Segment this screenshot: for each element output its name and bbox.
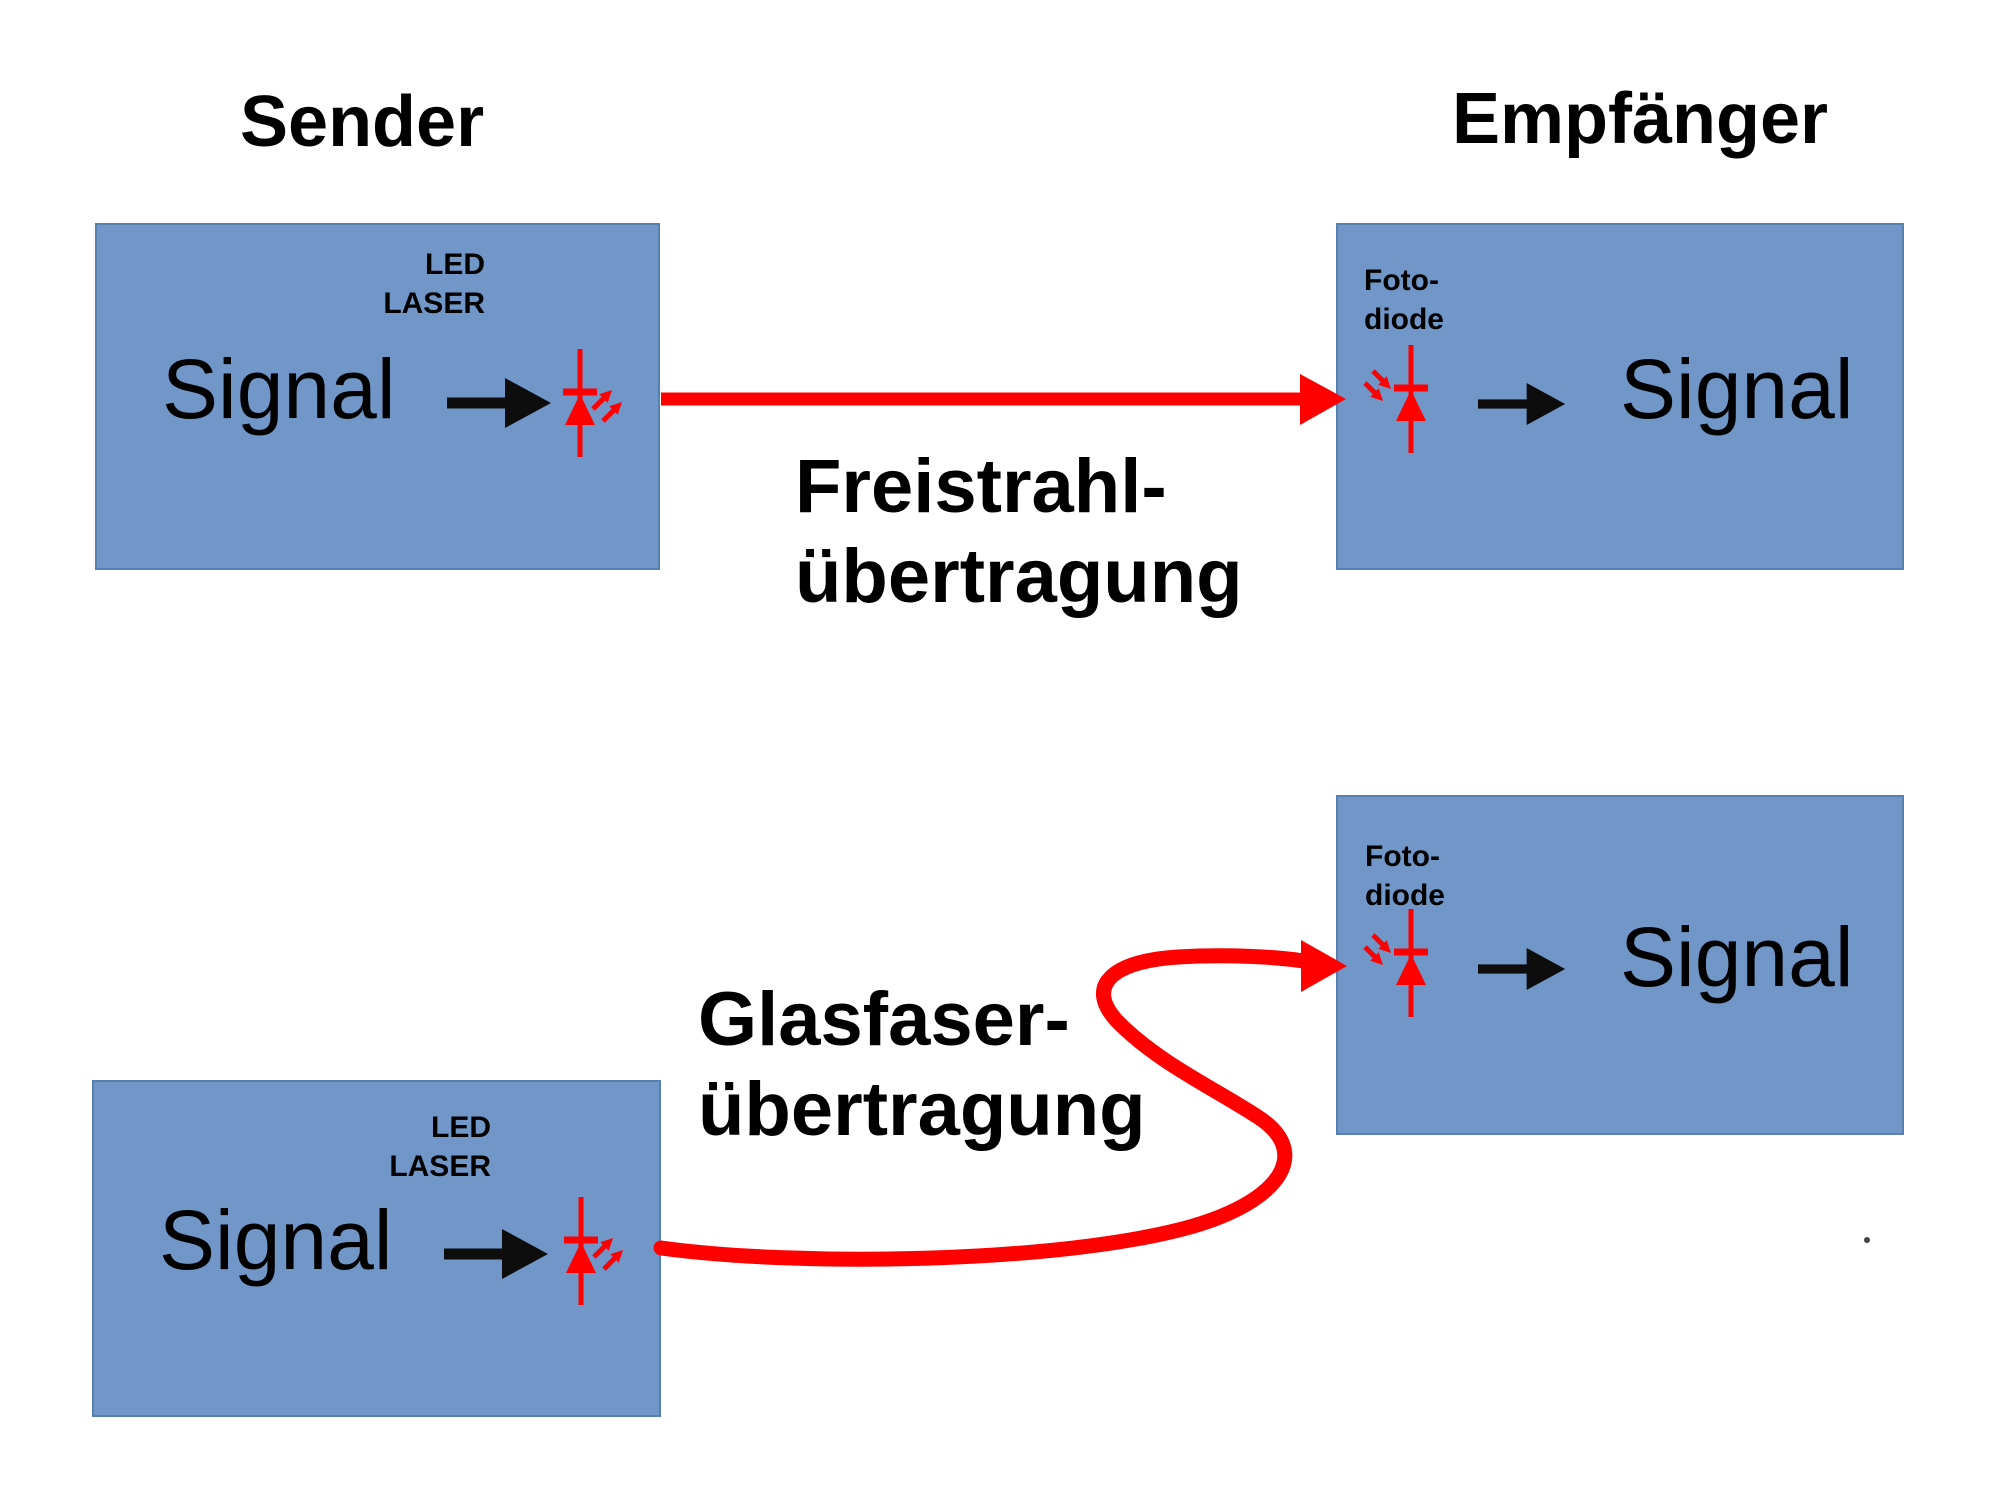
sender-title: Sender (240, 82, 485, 162)
empfaenger-top-box: Foto- diode Signal (1336, 223, 1904, 570)
glasfaser-label-line2: übertragung (698, 1067, 1146, 1152)
led-symbol-icon (563, 349, 622, 457)
empfaenger-bottom-box: Foto- diode Signal (1336, 795, 1904, 1135)
freistrahl-label-line2: übertragung (795, 534, 1243, 619)
freistrahl-label-line1: Freistrahl- (795, 444, 1167, 529)
led-laser-label: LED LASER (389, 1108, 491, 1186)
signal-label: Signal (1620, 342, 1854, 436)
right-arrow-icon (447, 378, 551, 428)
empfaenger-title: Empfänger (1452, 79, 1829, 159)
free-beam-arrow-icon (661, 374, 1346, 425)
freistrahl-uebertragung-label: Freistrahl- übertragung (795, 442, 1243, 622)
led-label-line1: LED (431, 1111, 491, 1144)
foto-label-line2: diode (1364, 303, 1444, 336)
led-laser-label: LED LASER (383, 245, 485, 323)
led-symbol-icon (564, 1197, 623, 1305)
glasfaser-uebertragung-label: Glasfaser- übertragung (698, 975, 1146, 1155)
foto-label-line1: Foto- (1364, 264, 1439, 297)
glasfaser-label-line1: Glasfaser- (698, 977, 1070, 1062)
sender-top-box: Signal LED LASER (95, 223, 660, 570)
photodiode-symbol-icon (1363, 909, 1428, 1017)
sender-bottom-box: Signal LED LASER (92, 1080, 661, 1417)
foto-label-line2: diode (1365, 879, 1445, 912)
led-label-line2: LASER (389, 1150, 491, 1183)
signal-label: Signal (159, 1193, 393, 1287)
led-label-line2: LASER (383, 287, 485, 320)
signal-label: Signal (1620, 910, 1854, 1004)
stray-dot-artifact (1864, 1237, 1870, 1243)
fotodiode-label: Foto- diode (1364, 261, 1444, 339)
right-arrow-icon (1478, 948, 1566, 990)
photodiode-symbol-icon (1363, 345, 1428, 453)
right-arrow-icon (444, 1229, 548, 1279)
foto-label-line1: Foto- (1365, 840, 1440, 873)
led-label-line1: LED (425, 248, 485, 281)
fotodiode-label: Foto- diode (1365, 837, 1445, 915)
signal-label: Signal (162, 342, 396, 436)
right-arrow-icon (1478, 383, 1566, 425)
